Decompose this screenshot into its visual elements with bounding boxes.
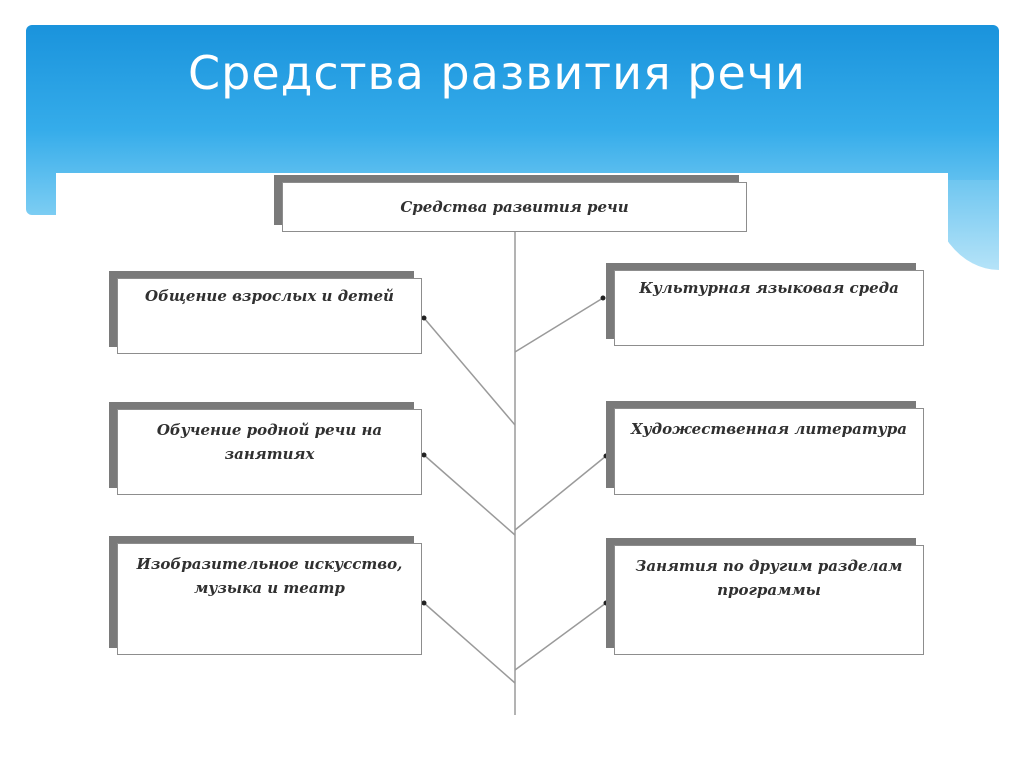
right-box-3: Занятия по другим разделам программы bbox=[614, 545, 924, 655]
connector-right-2 bbox=[514, 455, 607, 531]
slide-title: Средства развития речи bbox=[188, 46, 806, 100]
left-box-1-label: Общение взрослых и детей bbox=[145, 287, 394, 305]
connector-dot bbox=[603, 600, 609, 606]
left-box-3-label: Изобразительное искусство, музыка и теат… bbox=[136, 555, 403, 597]
connector-dot bbox=[600, 295, 606, 301]
connector-dot bbox=[421, 452, 427, 458]
root-box: Средства развития речи bbox=[282, 182, 747, 232]
right-box-1-label: Культурная языковая среда bbox=[639, 279, 899, 297]
connector-dot bbox=[421, 600, 427, 606]
connector-dot bbox=[603, 453, 609, 459]
connector-left-2 bbox=[423, 454, 516, 536]
left-box-3: Изобразительное искусство, музыка и теат… bbox=[117, 543, 422, 655]
right-box-1: Культурная языковая среда bbox=[614, 270, 924, 346]
connector-dot bbox=[421, 315, 427, 321]
left-box-2: Обучение родной речи на занятиях bbox=[117, 409, 422, 495]
connector-right-3 bbox=[514, 602, 607, 671]
connector-right-1 bbox=[514, 297, 604, 353]
right-box-3-label: Занятия по другим разделам программы bbox=[635, 557, 903, 599]
left-box-2-label: Обучение родной речи на занятиях bbox=[156, 421, 383, 463]
connector-left-1 bbox=[423, 317, 516, 426]
right-box-2: Художественная литература bbox=[614, 408, 924, 495]
left-box-1: Общение взрослых и детей bbox=[117, 278, 422, 354]
right-box-2-label: Художественная литература bbox=[631, 420, 907, 438]
connector-left-3 bbox=[423, 602, 516, 684]
root-box-label: Средства развития речи bbox=[400, 198, 629, 216]
